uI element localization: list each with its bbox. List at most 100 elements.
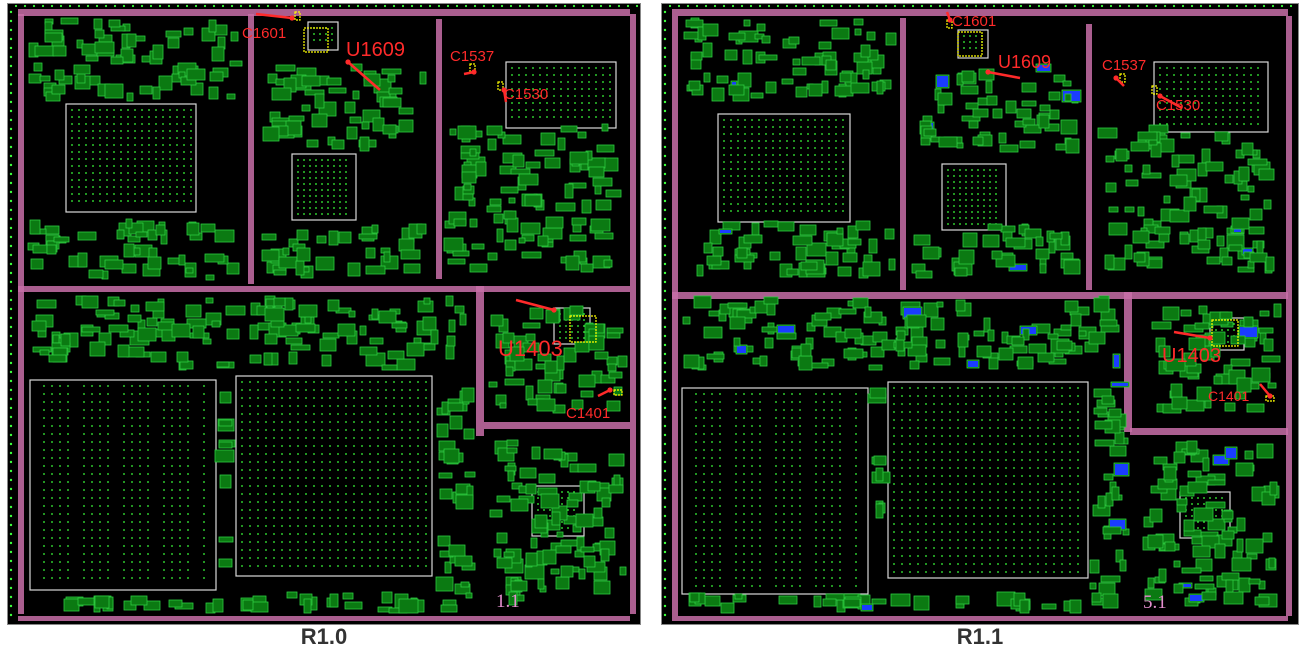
passive-component — [382, 97, 402, 108]
passive-component — [1108, 222, 1128, 236]
passive-component — [208, 86, 219, 100]
passive-component — [1213, 375, 1223, 385]
passive-component — [250, 601, 269, 613]
blue-pad — [1010, 265, 1026, 270]
passive-component — [1256, 240, 1264, 255]
passive-component — [39, 349, 50, 356]
passive-component — [961, 70, 975, 83]
label-c1530: C1530 — [1156, 97, 1200, 114]
passive-component — [853, 18, 864, 26]
passive-component — [1263, 199, 1272, 210]
label-c1530: C1530 — [504, 86, 548, 103]
label-c1601: C1601 — [952, 13, 996, 30]
keepout-bar — [672, 292, 1288, 299]
passive-component — [1183, 196, 1197, 212]
passive-component — [844, 328, 862, 339]
passive-component — [683, 354, 700, 369]
passive-component — [540, 132, 556, 146]
passive-component — [1153, 456, 1168, 465]
passive-component — [864, 306, 872, 318]
passive-component — [836, 227, 844, 235]
passive-component — [462, 193, 474, 201]
passive-component — [192, 325, 205, 339]
passive-component — [1097, 495, 1106, 509]
passive-component — [1154, 226, 1171, 235]
passive-component — [1142, 164, 1151, 175]
passive-component — [704, 595, 721, 607]
passive-component — [440, 604, 458, 613]
passive-component — [750, 92, 764, 99]
passive-component — [1176, 154, 1195, 164]
passive-component — [868, 238, 878, 254]
passive-component — [1013, 592, 1026, 607]
passive-component — [1235, 462, 1254, 477]
passive-component — [863, 311, 883, 324]
passive-component — [155, 224, 166, 236]
passive-component — [545, 216, 564, 229]
passive-component — [94, 595, 110, 609]
passive-component — [488, 381, 498, 388]
passive-component — [1062, 80, 1072, 87]
passive-component — [104, 259, 124, 270]
passive-component — [962, 232, 978, 248]
passive-component — [1171, 154, 1180, 168]
passive-component — [486, 125, 503, 136]
passive-component — [761, 35, 771, 44]
passive-component — [328, 87, 347, 94]
passive-component — [398, 107, 414, 115]
passive-component — [1246, 553, 1258, 560]
passive-component — [130, 304, 140, 313]
label-c1537: C1537 — [1102, 57, 1146, 74]
passive-component — [525, 161, 541, 169]
arrow-head — [607, 387, 613, 393]
passive-component — [837, 266, 852, 277]
passive-component — [734, 593, 743, 600]
callout-arrow — [515, 298, 555, 312]
passive-component — [1216, 235, 1225, 247]
passive-component — [288, 115, 305, 122]
passive-component — [1065, 138, 1080, 154]
passive-component — [1089, 559, 1100, 574]
passive-component — [806, 242, 827, 257]
passive-component — [896, 330, 906, 341]
passive-component — [1185, 399, 1205, 412]
arrow-head — [1267, 393, 1273, 399]
passive-component — [619, 566, 627, 576]
passive-component — [737, 72, 752, 88]
passive-component — [1244, 337, 1256, 348]
passive-component — [116, 229, 125, 240]
bga-package — [941, 163, 1007, 231]
passive-component — [1053, 74, 1066, 83]
passive-component — [907, 344, 927, 357]
passive-component — [60, 333, 71, 347]
passive-component — [1102, 593, 1119, 609]
passive-component — [422, 316, 437, 331]
passive-component — [445, 344, 455, 360]
passive-component — [469, 263, 488, 273]
passive-component — [596, 144, 615, 153]
passive-component — [1170, 383, 1183, 398]
passive-component — [808, 83, 823, 97]
passive-component — [120, 48, 134, 63]
passive-component — [534, 149, 555, 157]
keepout-bar — [630, 14, 636, 614]
passive-component — [230, 31, 239, 42]
passive-component — [1132, 230, 1150, 244]
passive-component — [301, 104, 311, 112]
passive-component — [906, 314, 927, 328]
passive-component — [454, 555, 473, 567]
passive-component — [371, 308, 379, 320]
passive-component — [555, 383, 567, 394]
passive-component — [534, 514, 548, 529]
passive-component — [510, 580, 528, 592]
passive-component — [452, 250, 470, 257]
passive-component — [862, 261, 881, 277]
passive-component — [862, 69, 870, 80]
passive-component — [348, 310, 356, 318]
passive-component — [121, 263, 137, 274]
passive-component — [524, 194, 542, 207]
keepout-bar — [1286, 16, 1292, 616]
passive-component — [565, 255, 580, 271]
passive-component — [143, 600, 161, 611]
passive-component — [60, 17, 79, 25]
